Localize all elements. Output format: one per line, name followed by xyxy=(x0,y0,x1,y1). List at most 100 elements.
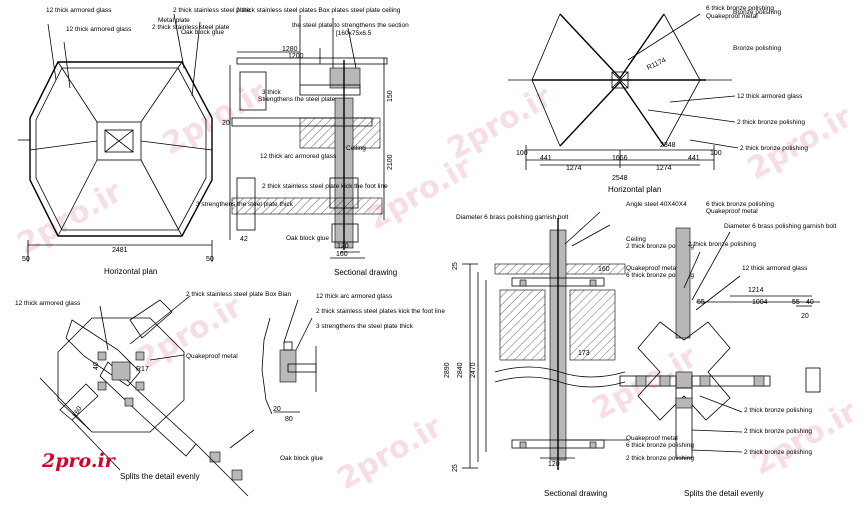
label-arc-armored-glass: 12 thick arc armored glass xyxy=(316,293,393,300)
label-strengthens-plate: 3 strengthens the steel plate thick xyxy=(196,201,294,208)
dimension-1274: 1274 xyxy=(566,165,582,172)
label-armored-glass: 12 thick armored glass xyxy=(15,300,81,307)
dimension-25: 25 xyxy=(452,464,459,472)
post-detail xyxy=(261,299,317,415)
label-bronze-polishing: 6 thick bronze polishing xyxy=(706,5,774,12)
dimension-150: 150 xyxy=(387,90,394,102)
label-ceiling: Ceiling xyxy=(346,145,366,152)
label-angle-steel: Angle steel 40X40X4 xyxy=(626,201,687,208)
dimension-1200: 1200 xyxy=(288,53,304,60)
title-horizontal-plan: Horizontal plan xyxy=(608,185,661,194)
dimension-50: 50 xyxy=(206,256,214,263)
label-arc-armored-glass: 12 thick arc armored glass xyxy=(260,153,337,160)
sectional-drawing-top xyxy=(229,15,388,259)
dimension-2481: 2481 xyxy=(112,247,128,254)
label-bronze-polishing: 6 thick bronze polishing xyxy=(626,442,694,449)
title-splits-detail: Splits the detail evenly xyxy=(684,489,764,498)
label-steel-plate: 2 thick stainless steel plate xyxy=(152,24,230,31)
dimension-55: 55 xyxy=(697,299,705,306)
watermark-text: 2pro.ir xyxy=(12,174,129,262)
label-bronze-polishing: 2 thick bronze polishing xyxy=(744,407,812,414)
dimension-120: 120 xyxy=(548,461,560,468)
label-bronze-polishing: 6 thick bronze polishing xyxy=(626,272,694,279)
label-steel-box: 2 thick stainless steel plate Box Bian xyxy=(186,291,292,298)
dimension-2840: 2840 xyxy=(457,362,464,378)
label-armored-glass: 12 thick armored glass xyxy=(46,7,112,14)
sectional-drawing-bottom xyxy=(462,211,628,470)
dimension-20: 20 xyxy=(222,120,230,127)
dimension-2890: 2890 xyxy=(444,362,451,378)
label-kick-foot-line: 2 thick stainless steel plates kick the … xyxy=(316,308,445,315)
label-quakeproof-metal: Quakeproof metal xyxy=(626,435,678,442)
dimension-2548: 2548 xyxy=(612,175,628,182)
label-kick-foot-line: 2 thick stainless steel plate kick the f… xyxy=(262,183,388,190)
dimension-80: 80 xyxy=(285,416,293,423)
splits-detail-right xyxy=(619,227,821,459)
label-strengthens-plate: 3 strengthens the steel plate thick xyxy=(316,323,414,330)
label-garnish-bolt: Diameter 6 brass polishing garnish bolt xyxy=(724,223,837,230)
dimension-100: 100 xyxy=(710,150,722,157)
label-bronze-polishing: 2 thick bronze polishing xyxy=(626,455,694,462)
dimension-1666: 1666 xyxy=(612,155,628,162)
label-strengthens-steel: Strengthens the steel plate xyxy=(258,96,336,103)
dimension-25: 25 xyxy=(452,262,459,270)
label-armored-glass: 12 thick armored glass xyxy=(737,93,803,100)
dimension-173: 173 xyxy=(578,350,590,357)
label-quakeproof-metal: Quakeproof metal xyxy=(626,265,678,272)
dimension-441: 441 xyxy=(540,155,552,162)
horizontal-plan-bowtie xyxy=(508,13,739,170)
watermark-text: 2pro.ir xyxy=(332,409,449,497)
horizontal-plan-octagon xyxy=(18,13,213,262)
label-steel-ceiling: 2 thick stainless steel plates Box plate… xyxy=(236,7,401,14)
dimension-50: 50 xyxy=(22,256,30,263)
label-garnish-bolt: Diameter 6 brass polishing garnish bolt xyxy=(456,214,569,221)
dimension-20: 20 xyxy=(801,313,809,320)
label-oak-block-glue: Oak block glue xyxy=(280,455,323,462)
label-bronze-polishing: 6 thick bronze polishing xyxy=(706,201,774,208)
dimension-40: 40 xyxy=(93,362,100,370)
splits-detail-left xyxy=(39,295,255,497)
title-horizontal-plan: Horizontal plan xyxy=(104,267,157,276)
label-quakeproof-metal: Quakeproof metal xyxy=(706,13,758,20)
label-bronze-polishing: 2 thick bronze polishing xyxy=(688,241,756,248)
dimension-160: 160 xyxy=(72,405,84,419)
label-bronze-polishing: Bronze polishing xyxy=(733,45,781,52)
watermark-text: 2pro.ir xyxy=(132,289,249,377)
label-strengthens-section: the steel plate to strengthens the secti… xyxy=(292,22,409,29)
dimension-55: 55 xyxy=(792,299,800,306)
label-3-thick: 3 thick xyxy=(262,89,282,96)
dimension-2100: 2100 xyxy=(387,154,394,170)
dimension-2348: 2348 xyxy=(660,142,676,149)
title-sectional-drawing: Sectional drawing xyxy=(544,489,607,498)
label-quakeproof-metal: Quakeproof metal xyxy=(186,353,238,360)
label-oak-block-glue: Oak block glue xyxy=(181,29,224,36)
watermark-layer: 2pro.ir 2pro.ir 2pro.ir 2pro.ir 2pro.ir … xyxy=(12,74,864,497)
label-channel-steel: [160x75x6.5 xyxy=(336,30,372,37)
label-ceiling: Ceiling xyxy=(626,236,646,243)
label-bronze-polishing: 2 thick bronze polishing xyxy=(737,119,805,126)
dimension-160: 160 xyxy=(336,251,348,258)
label-armored-glass: 12 thick armored glass xyxy=(66,26,132,33)
dimension-20: 20 xyxy=(273,406,281,413)
dimension-100: 100 xyxy=(516,150,528,157)
dimension-1274: 1274 xyxy=(656,165,672,172)
dimension-40: 40 xyxy=(806,299,814,306)
radius-label: R17 xyxy=(136,366,149,373)
label-bronze-polishing: 2 thick bronze polishing xyxy=(744,428,812,435)
label-steel-plate: 2 thick stainless steel plate xyxy=(173,7,251,14)
watermark-text: 2pro.ir xyxy=(442,79,559,167)
dimension-1004: 1004 xyxy=(752,299,768,306)
dimension-1280: 1280 xyxy=(282,46,298,53)
site-logo: 2pro.ir xyxy=(41,450,117,472)
radius-label: R1174 xyxy=(646,57,667,72)
dimension-160: 160 xyxy=(598,266,610,273)
title-splits-detail: Splits the detail evenly xyxy=(120,472,200,481)
dimension-2470: 2470 xyxy=(470,362,477,378)
dimension-42: 42 xyxy=(240,236,248,243)
dimension-120: 120 xyxy=(337,243,349,250)
title-sectional-drawing: Sectional drawing xyxy=(334,268,397,277)
dimension-441: 441 xyxy=(688,155,700,162)
watermark-text: 2pro.ir xyxy=(742,99,859,187)
label-metal-plate: Metal plate xyxy=(158,17,190,24)
